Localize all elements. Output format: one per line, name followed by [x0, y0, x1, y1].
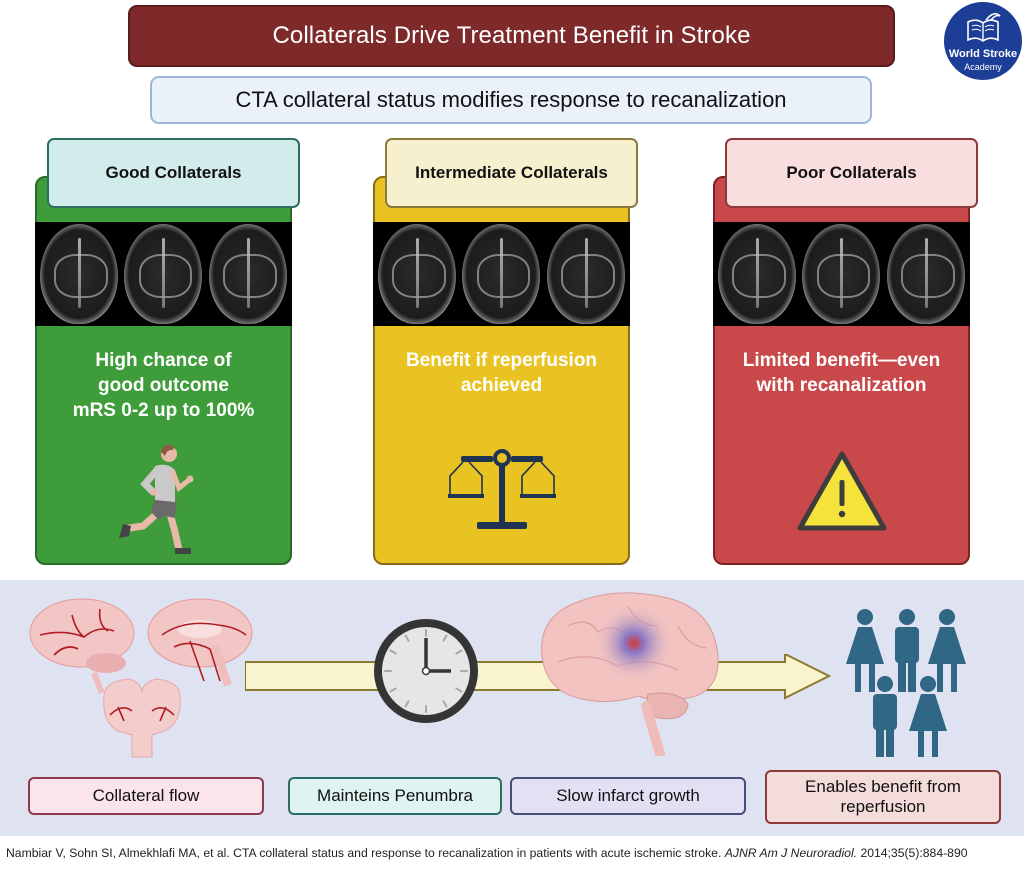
- open-book-icon: [967, 12, 1001, 42]
- cta-scan-strip: [35, 222, 292, 326]
- outcome-line: mRS 0-2 up to 100%: [72, 400, 255, 421]
- cta-scan-image: [124, 224, 203, 324]
- citation-details: 2014;35(5):884-890: [860, 846, 968, 860]
- card-poor-collaterals: Poor Collaterals Limited benefit—even wi…: [713, 138, 978, 565]
- logo-text-line2: Academy: [964, 62, 1002, 72]
- card-heading: Good Collaterals: [47, 138, 300, 208]
- card-intermediate-collaterals: Intermediate Collaterals Benefit if repe…: [373, 138, 638, 565]
- brain-vasculature-icon: [29, 598, 253, 758]
- outcome-text: High chance of good outcome mRS 0-2 up t…: [37, 348, 290, 423]
- cta-scan-strip: [373, 222, 630, 326]
- card-good-collaterals: Good Collaterals High chance of good out…: [35, 138, 300, 565]
- outcome-line: Limited benefit—even: [742, 350, 941, 371]
- outcome-line: good outcome: [98, 375, 229, 396]
- label-slow-infarct-growth: Slow infarct growth: [510, 777, 746, 815]
- cta-scan-image: [802, 224, 881, 324]
- label-line: reperfusion: [840, 797, 926, 816]
- citation: Nambiar V, Sohn SI, Almekhlafi MA, et al…: [6, 846, 1022, 860]
- card-heading: Poor Collaterals: [725, 138, 978, 208]
- label-line: Enables benefit from: [805, 777, 961, 796]
- page-subtitle: CTA collateral status modifies response …: [150, 76, 872, 124]
- label-enables-benefit: Enables benefit from reperfusion: [765, 770, 1001, 824]
- logo-text-line1: World Stroke: [948, 48, 1018, 60]
- cta-scan-image: [886, 224, 965, 324]
- clock-icon: [374, 619, 478, 723]
- outcome-text: Benefit if reperfusion achieved: [375, 348, 628, 398]
- label-collateral-flow: Collateral flow: [28, 777, 264, 815]
- running-person-icon: [37, 440, 290, 560]
- citation-authors-title: Nambiar V, Sohn SI, Almekhlafi MA, et al…: [6, 846, 722, 860]
- citation-journal: AJNR Am J Neuroradiol.: [724, 846, 858, 860]
- people-group-icon: [846, 609, 966, 757]
- cta-scan-image: [378, 224, 457, 324]
- balance-scale-icon: [375, 446, 628, 536]
- brain-infarct-icon: [541, 592, 719, 756]
- cta-scan-image: [40, 224, 119, 324]
- outcome-line: with recanalization: [756, 375, 927, 396]
- outcome-line: achieved: [460, 375, 543, 396]
- label-maintains-penumbra: Mainteins Penumbra: [288, 777, 502, 815]
- world-stroke-academy-logo: World Stroke Academy: [944, 2, 1022, 80]
- outcome-text: Limited benefit—even with recanalization: [715, 348, 968, 398]
- warning-triangle-icon: [715, 448, 968, 534]
- outcome-line: Benefit if reperfusion: [405, 350, 598, 371]
- cta-scan-image: [718, 224, 797, 324]
- page-title: Collaterals Drive Treatment Benefit in S…: [128, 5, 895, 67]
- cta-scan-image: [546, 224, 625, 324]
- cta-scan-image: [208, 224, 287, 324]
- card-heading: Intermediate Collaterals: [385, 138, 638, 208]
- outcome-line: High chance of: [95, 350, 232, 371]
- cta-scan-strip: [713, 222, 970, 326]
- cta-scan-image: [462, 224, 541, 324]
